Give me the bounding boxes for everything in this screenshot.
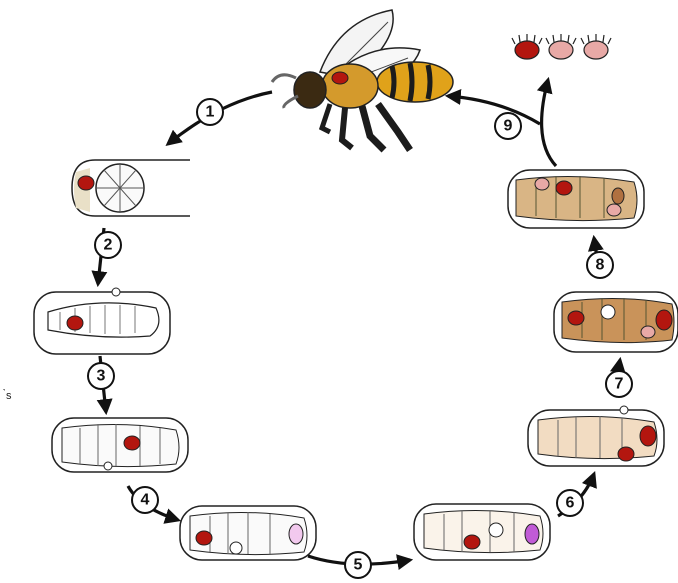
varroa-mite-icon [581,34,611,59]
pupa-cell-g [554,292,678,352]
varroa-mite-group [512,34,611,59]
svg-text:6: 6 [566,495,575,512]
step-marker-8: 8 [587,252,613,278]
pupa-cell-h [508,170,644,228]
step-marker-9: 9 [495,113,521,139]
open-brood-cell [72,160,190,216]
varroa-mite-icon [546,34,576,59]
pupa-cell-f [528,406,664,466]
svg-text:5: 5 [354,557,363,574]
step-marker-4: 4 [132,487,158,513]
svg-text:9: 9 [504,118,513,135]
svg-text:8: 8 [596,257,605,274]
step-marker-3: 3 [88,363,114,389]
step-marker-7: 7 [606,371,632,397]
svg-text:7: 7 [615,376,624,393]
svg-text:3: 3 [97,368,106,385]
varroa-mite-icon [512,34,542,59]
pupa-cell-c [52,418,188,472]
pupa-cell-e [414,504,550,560]
honeybee-icon [272,10,453,150]
cycle-arrows [98,80,620,564]
capped-larva-cell [34,288,170,354]
step-marker-2: 2 [95,232,121,258]
svg-text:1: 1 [206,104,215,121]
svg-text:4: 4 [141,492,150,509]
step-marker-5: 5 [345,552,371,578]
arrow-9b [542,80,556,166]
svg-text:2: 2 [104,237,113,254]
step-marker-1: 1 [197,99,223,125]
step-marker-6: 6 [557,490,583,516]
arrow-9 [448,96,540,124]
pupa-cell-d [180,506,316,560]
